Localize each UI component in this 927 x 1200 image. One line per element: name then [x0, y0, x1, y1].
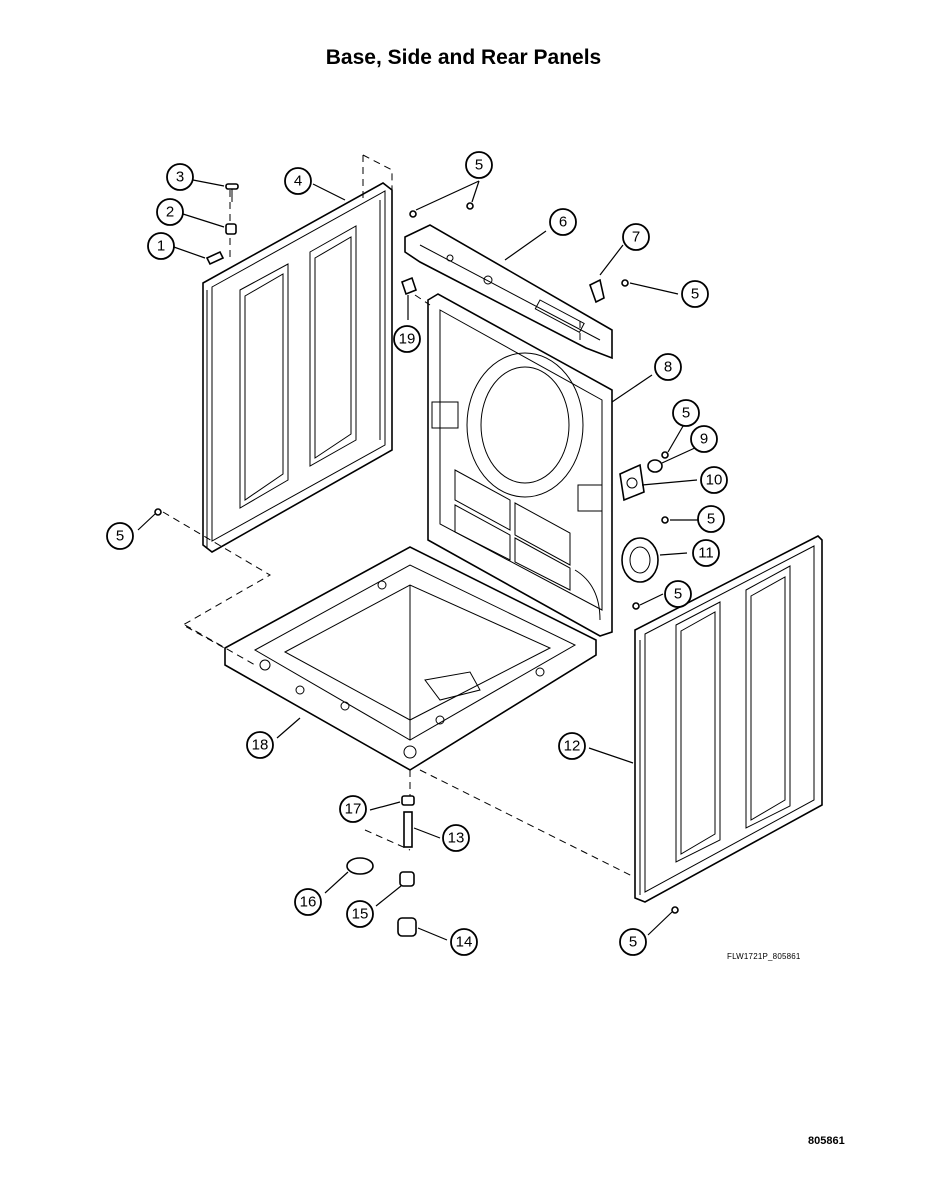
callout-4: 4	[284, 167, 312, 195]
callout-label: 4	[294, 173, 302, 190]
callout-label: 15	[352, 906, 369, 923]
callout-12: 12	[558, 732, 586, 760]
callout-circle	[147, 232, 175, 260]
callout-5: 5	[664, 580, 692, 608]
callout-5: 5	[697, 505, 725, 533]
callout-circle	[393, 325, 421, 353]
callout-1: 1	[147, 232, 175, 260]
callout-label: 17	[345, 801, 362, 818]
callout-circle	[339, 795, 367, 823]
rear-panel	[427, 293, 613, 637]
callout-label: 19	[399, 331, 416, 348]
callout-6: 6	[549, 208, 577, 236]
callout-label: 5	[475, 157, 483, 174]
callout-label: 5	[674, 586, 682, 603]
callout-5: 5	[619, 928, 647, 956]
callout-circle	[246, 731, 274, 759]
callout-label: 3	[176, 169, 184, 186]
callout-circle	[450, 928, 478, 956]
callout-circle	[549, 208, 577, 236]
leader-lines	[137, 179, 698, 941]
callout-circle	[294, 888, 322, 916]
callout-label: 12	[564, 738, 581, 755]
callout-circle	[700, 466, 728, 494]
callout-10: 10	[700, 466, 728, 494]
callout-circle	[346, 900, 374, 928]
small-parts	[154, 183, 679, 937]
callout-circle	[156, 198, 184, 226]
callout-5: 5	[465, 151, 493, 179]
rear-top-bracket	[404, 224, 613, 360]
drawing-id: FLW1721P_805861	[727, 952, 801, 961]
callout-label: 2	[166, 204, 174, 221]
left-side-panel	[202, 182, 393, 553]
callout-9: 9	[690, 425, 718, 453]
callout-circle	[692, 539, 720, 567]
callout-19: 19	[393, 325, 421, 353]
base-frame	[224, 546, 597, 771]
callout-18: 18	[246, 731, 274, 759]
callout-circle	[442, 824, 470, 852]
callout-label: 13	[448, 830, 465, 847]
callout-label: 16	[300, 894, 317, 911]
right-side-panel	[634, 535, 823, 903]
callout-circle	[681, 280, 709, 308]
callout-5: 5	[106, 522, 134, 550]
callout-circle	[284, 167, 312, 195]
callout-label: 5	[629, 934, 637, 951]
callout-label: 7	[632, 229, 640, 246]
callout-2: 2	[156, 198, 184, 226]
callout-3: 3	[166, 163, 194, 191]
callout-circle	[465, 151, 493, 179]
callout-label: 14	[456, 934, 473, 951]
callout-label: 6	[559, 214, 567, 231]
callout-circle	[697, 505, 725, 533]
callout-circle	[664, 580, 692, 608]
callout-label: 5	[682, 405, 690, 422]
callout-label: 5	[707, 511, 715, 528]
callout-13: 13	[442, 824, 470, 852]
callout-5: 5	[681, 280, 709, 308]
callout-circle	[690, 425, 718, 453]
callout-17: 17	[339, 795, 367, 823]
callout-11: 11	[692, 539, 720, 567]
callout-8: 8	[654, 353, 682, 381]
callout-label: 8	[664, 359, 672, 376]
callout-label: 11	[698, 545, 714, 562]
callout-5: 5	[672, 399, 700, 427]
callout-circle	[106, 522, 134, 550]
callout-label: 9	[700, 431, 708, 448]
callout-label: 18	[252, 737, 269, 754]
page-number: 805861	[808, 1135, 845, 1147]
callout-circle	[622, 223, 650, 251]
callout-circle	[672, 399, 700, 427]
callout-label: 5	[691, 286, 699, 303]
callout-label: 1	[157, 238, 165, 255]
callout-14: 14	[450, 928, 478, 956]
callout-circle	[166, 163, 194, 191]
callout-circle	[558, 732, 586, 760]
callout-label: 5	[116, 528, 124, 545]
callout-7: 7	[622, 223, 650, 251]
callout-label: 10	[706, 472, 723, 489]
page-title: Base, Side and Rear Panels	[325, 46, 602, 69]
callout-circle	[654, 353, 682, 381]
callout-16: 16	[294, 888, 322, 916]
callout-15: 15	[346, 900, 374, 928]
callout-circle	[619, 928, 647, 956]
